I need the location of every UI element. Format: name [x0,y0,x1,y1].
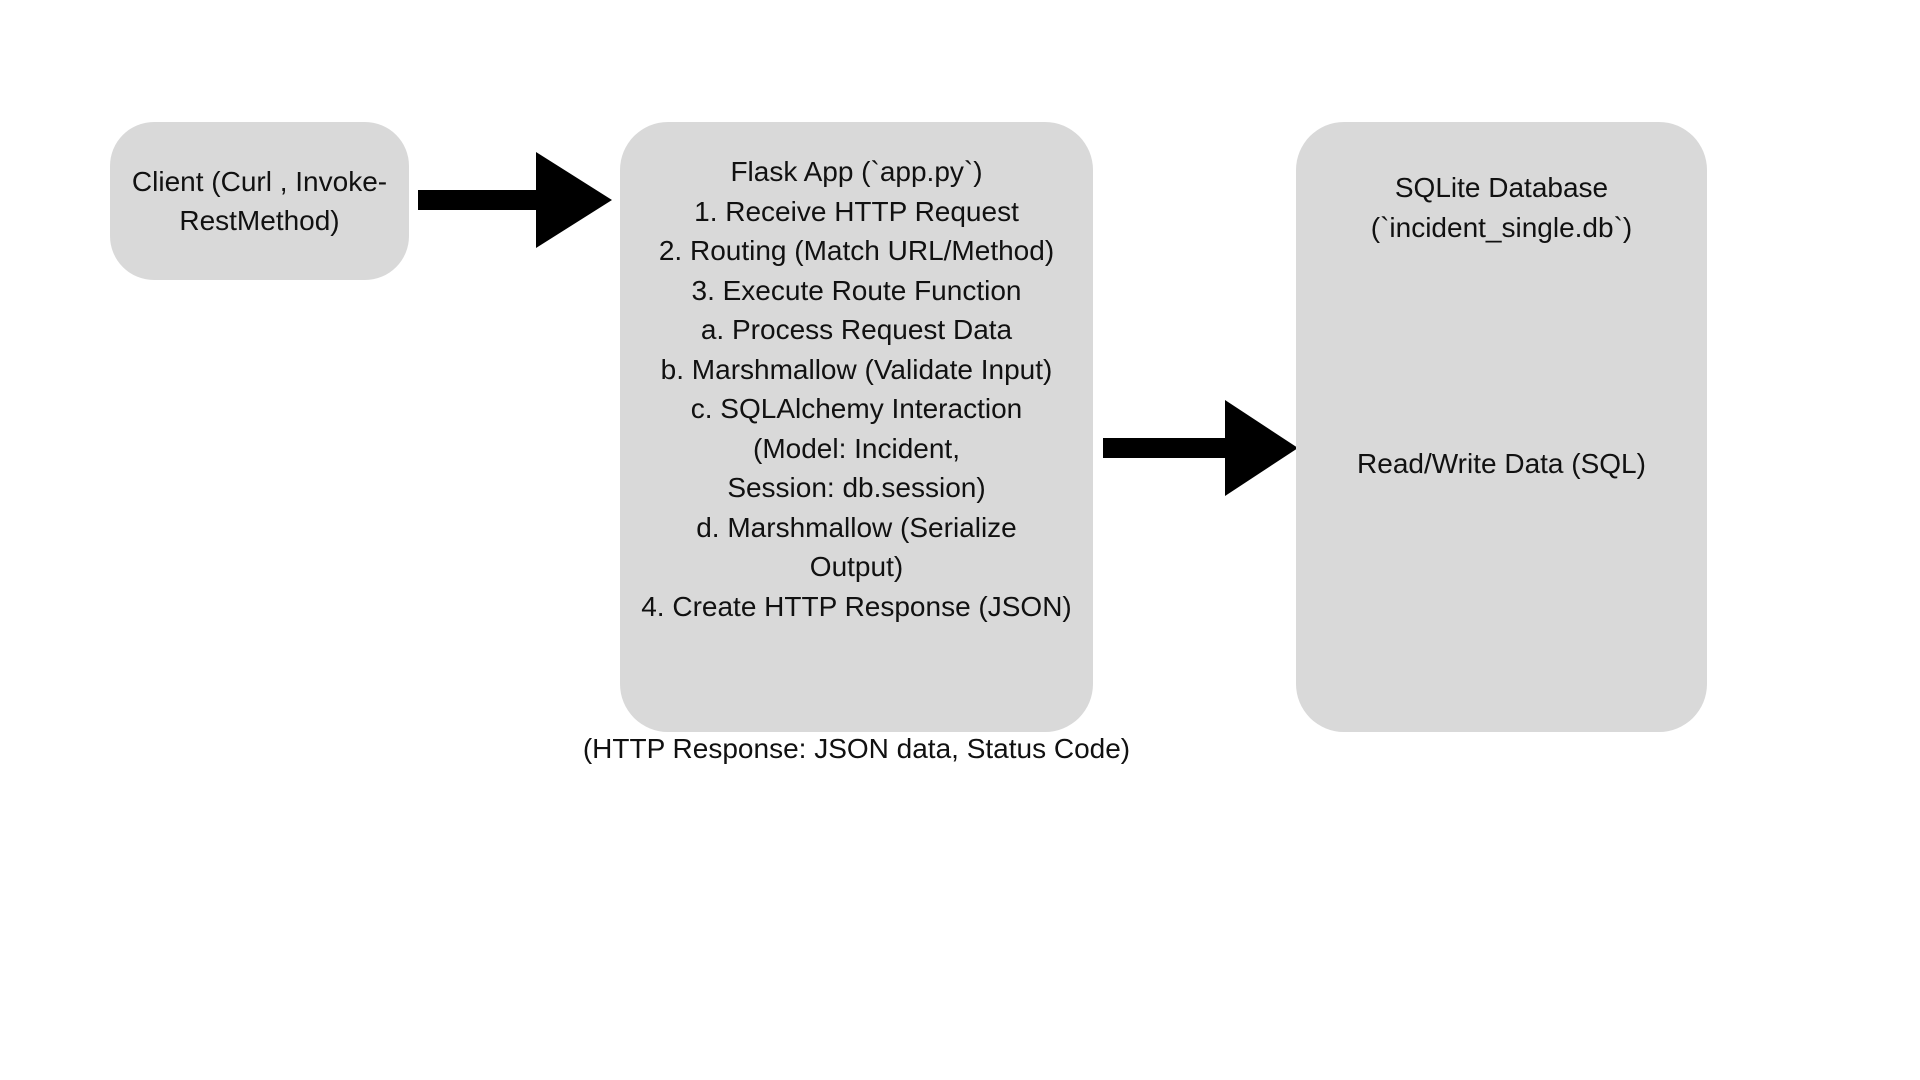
arrow-client-to-flask [418,152,612,248]
client-label-line-1: Client (Curl , Invoke- [131,165,388,197]
flask-step-3c: c. SQLAlchemy Interaction [690,393,1023,424]
sqlite-title: SQLite Database (`incident_single.db`) [1296,168,1707,247]
sqlite-title-line-2: (`incident_single.db`) [1370,211,1633,243]
flask-app-title: Flask App (`app.py`) [730,156,983,187]
sqlite-title-line-1: SQLite Database [1394,172,1609,203]
arrow-flask-to-sqlite-shape [1103,400,1298,496]
client-label-line-2: RestMethod) [179,205,340,236]
arrow-flask-to-sqlite [1103,400,1298,496]
arrow-client-to-flask-shape [418,152,612,248]
http-response-note: (HTTP Response: JSON data, Status Code) [582,733,1131,764]
client-node: Client (Curl , Invoke- RestMethod) [110,122,409,280]
flask-step-3d-cont: Output) [809,551,904,582]
sqlite-operation-label: Read/Write Data (SQL) [1296,444,1707,484]
flask-step-3a: a. Process Request Data [700,314,1013,345]
flask-step-3c-model: (Model: Incident, [753,432,960,464]
flask-step-1: 1. Receive HTTP Request [694,195,1019,227]
flask-step-3: 3. Execute Route Function [691,274,1022,306]
flask-step-2: 2. Routing (Match URL/Method) [658,235,1055,266]
flask-step-4: 4. Create HTTP Response (JSON) [641,590,1072,622]
flask-step-3d: d. Marshmallow (Serialize [696,511,1017,543]
flask-app-node: Flask App (`app.py`) 1. Receive HTTP Req… [620,122,1093,732]
flask-step-3b: b. Marshmallow (Validate Input) [660,353,1053,385]
flask-step-3c-session: Session: db.session) [727,472,986,503]
sqlite-database-node: SQLite Database (`incident_single.db`) R… [1296,122,1707,732]
sqlite-operation-text: Read/Write Data (SQL) [1357,448,1646,479]
